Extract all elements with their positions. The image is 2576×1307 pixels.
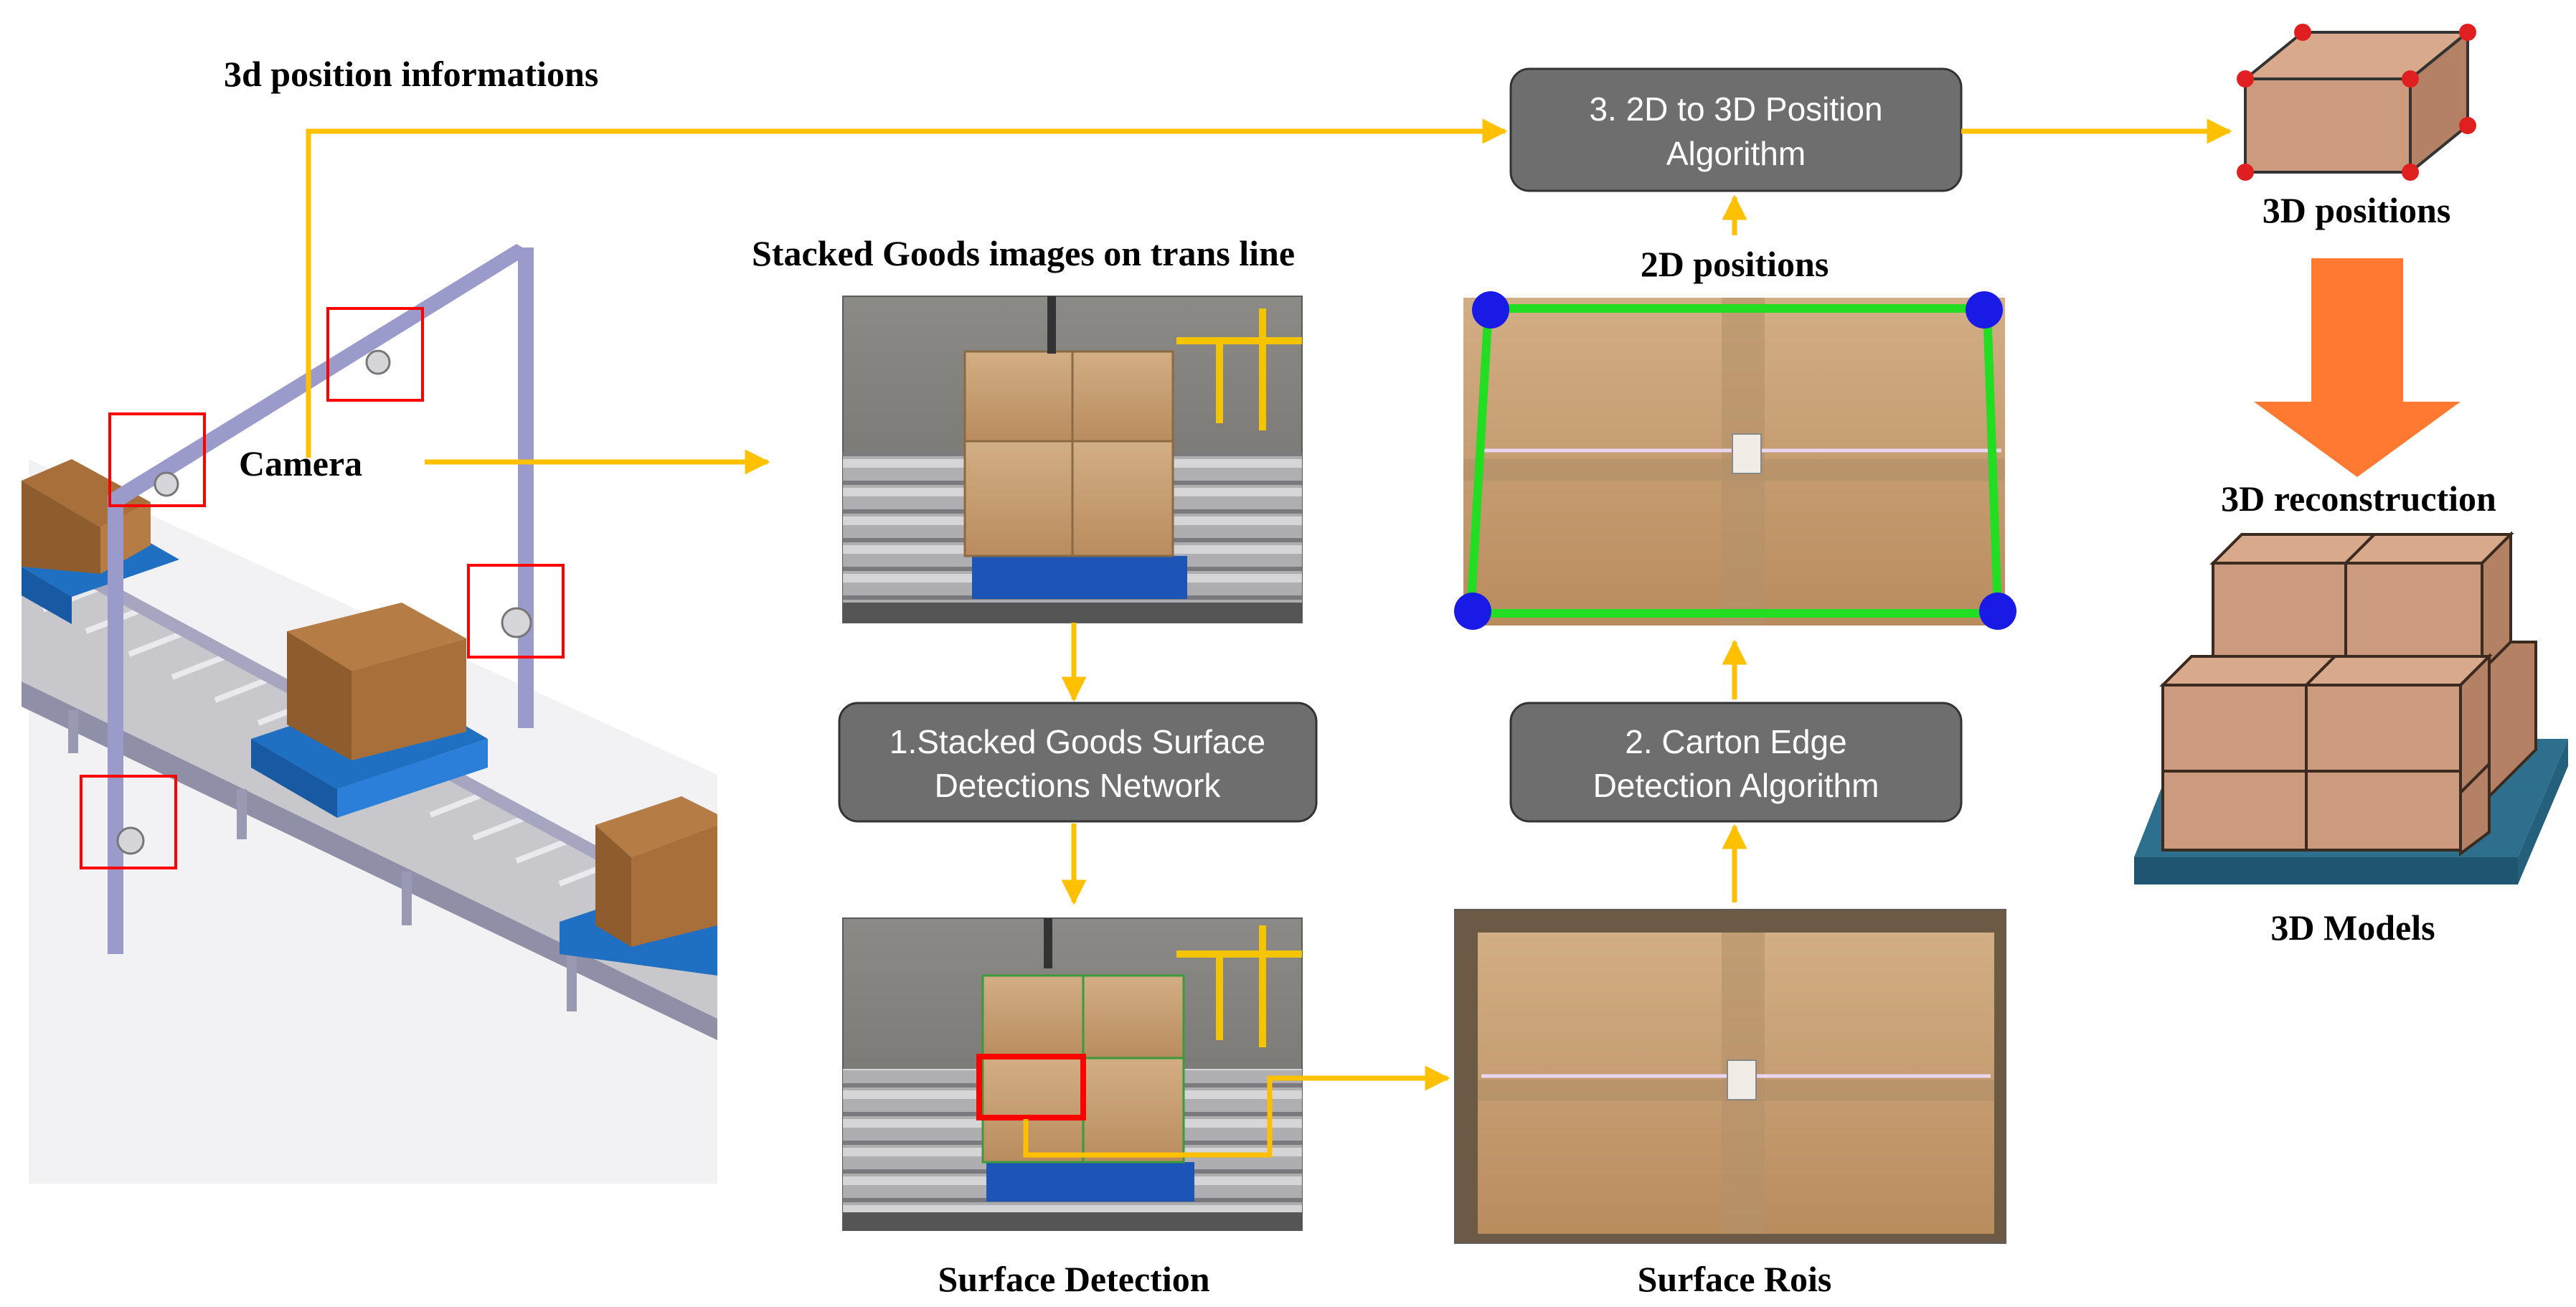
surface-detection-label: Surface Detection <box>938 1259 1209 1299</box>
step2-line1: 2. Carton Edge <box>1625 723 1846 760</box>
conveyor-illustration <box>22 244 717 1184</box>
camera-label: Camera <box>239 443 362 483</box>
step3-line1: 3. 2D to 3D Position <box>1589 90 1882 128</box>
detected-surface-box <box>976 1054 1086 1120</box>
position-feedback-arrow <box>306 118 1508 458</box>
surface-roi-image <box>1454 909 2006 1244</box>
corner-dot <box>1454 593 1491 630</box>
cuboid-with-corners-icon <box>2237 24 2476 181</box>
step1-line1: 1.Stacked Goods Surface <box>890 723 1265 760</box>
step3-line2: Algorithm <box>1666 135 1806 172</box>
corner-dot <box>1979 593 2016 630</box>
step2-box: 2. Carton Edge Detection Algorithm <box>1509 702 1963 823</box>
3d-reconstruction-label: 3D reconstruction <box>2221 478 2496 519</box>
surface-detection-image <box>842 917 1303 1231</box>
carton-stack <box>287 603 466 760</box>
3d-positions-label: 3D positions <box>2263 190 2451 230</box>
step1-line2: Detections Network <box>935 767 1222 804</box>
surface-rois-label: Surface Rois <box>1638 1259 1832 1299</box>
step1-box: 1.Stacked Goods Surface Detections Netwo… <box>838 702 1318 823</box>
stacked-images-label: Stacked Goods images on trans line <box>752 233 1295 273</box>
carton-stack <box>595 796 717 947</box>
2d-positions-image <box>1454 291 2016 630</box>
stacked-cartons-icon <box>2134 531 2568 884</box>
stacked-goods-image <box>842 296 1303 623</box>
corner-dot <box>1966 291 2003 329</box>
reconstruction-arrow <box>2254 258 2461 477</box>
camera-icon <box>116 349 532 855</box>
step2-line2: Detection Algorithm <box>1593 767 1879 804</box>
detection-to-roi-arrow <box>1023 1065 1450 1158</box>
position-info-label: 3d position informations <box>224 54 598 94</box>
corner-dot <box>1472 291 1509 329</box>
step3-box: 3. 2D to 3D Position Algorithm <box>1509 67 1963 192</box>
camera-marker <box>80 307 565 869</box>
3d-models-label: 3D Models <box>2270 907 2435 948</box>
2d-positions-label: 2D positions <box>1641 244 1829 284</box>
